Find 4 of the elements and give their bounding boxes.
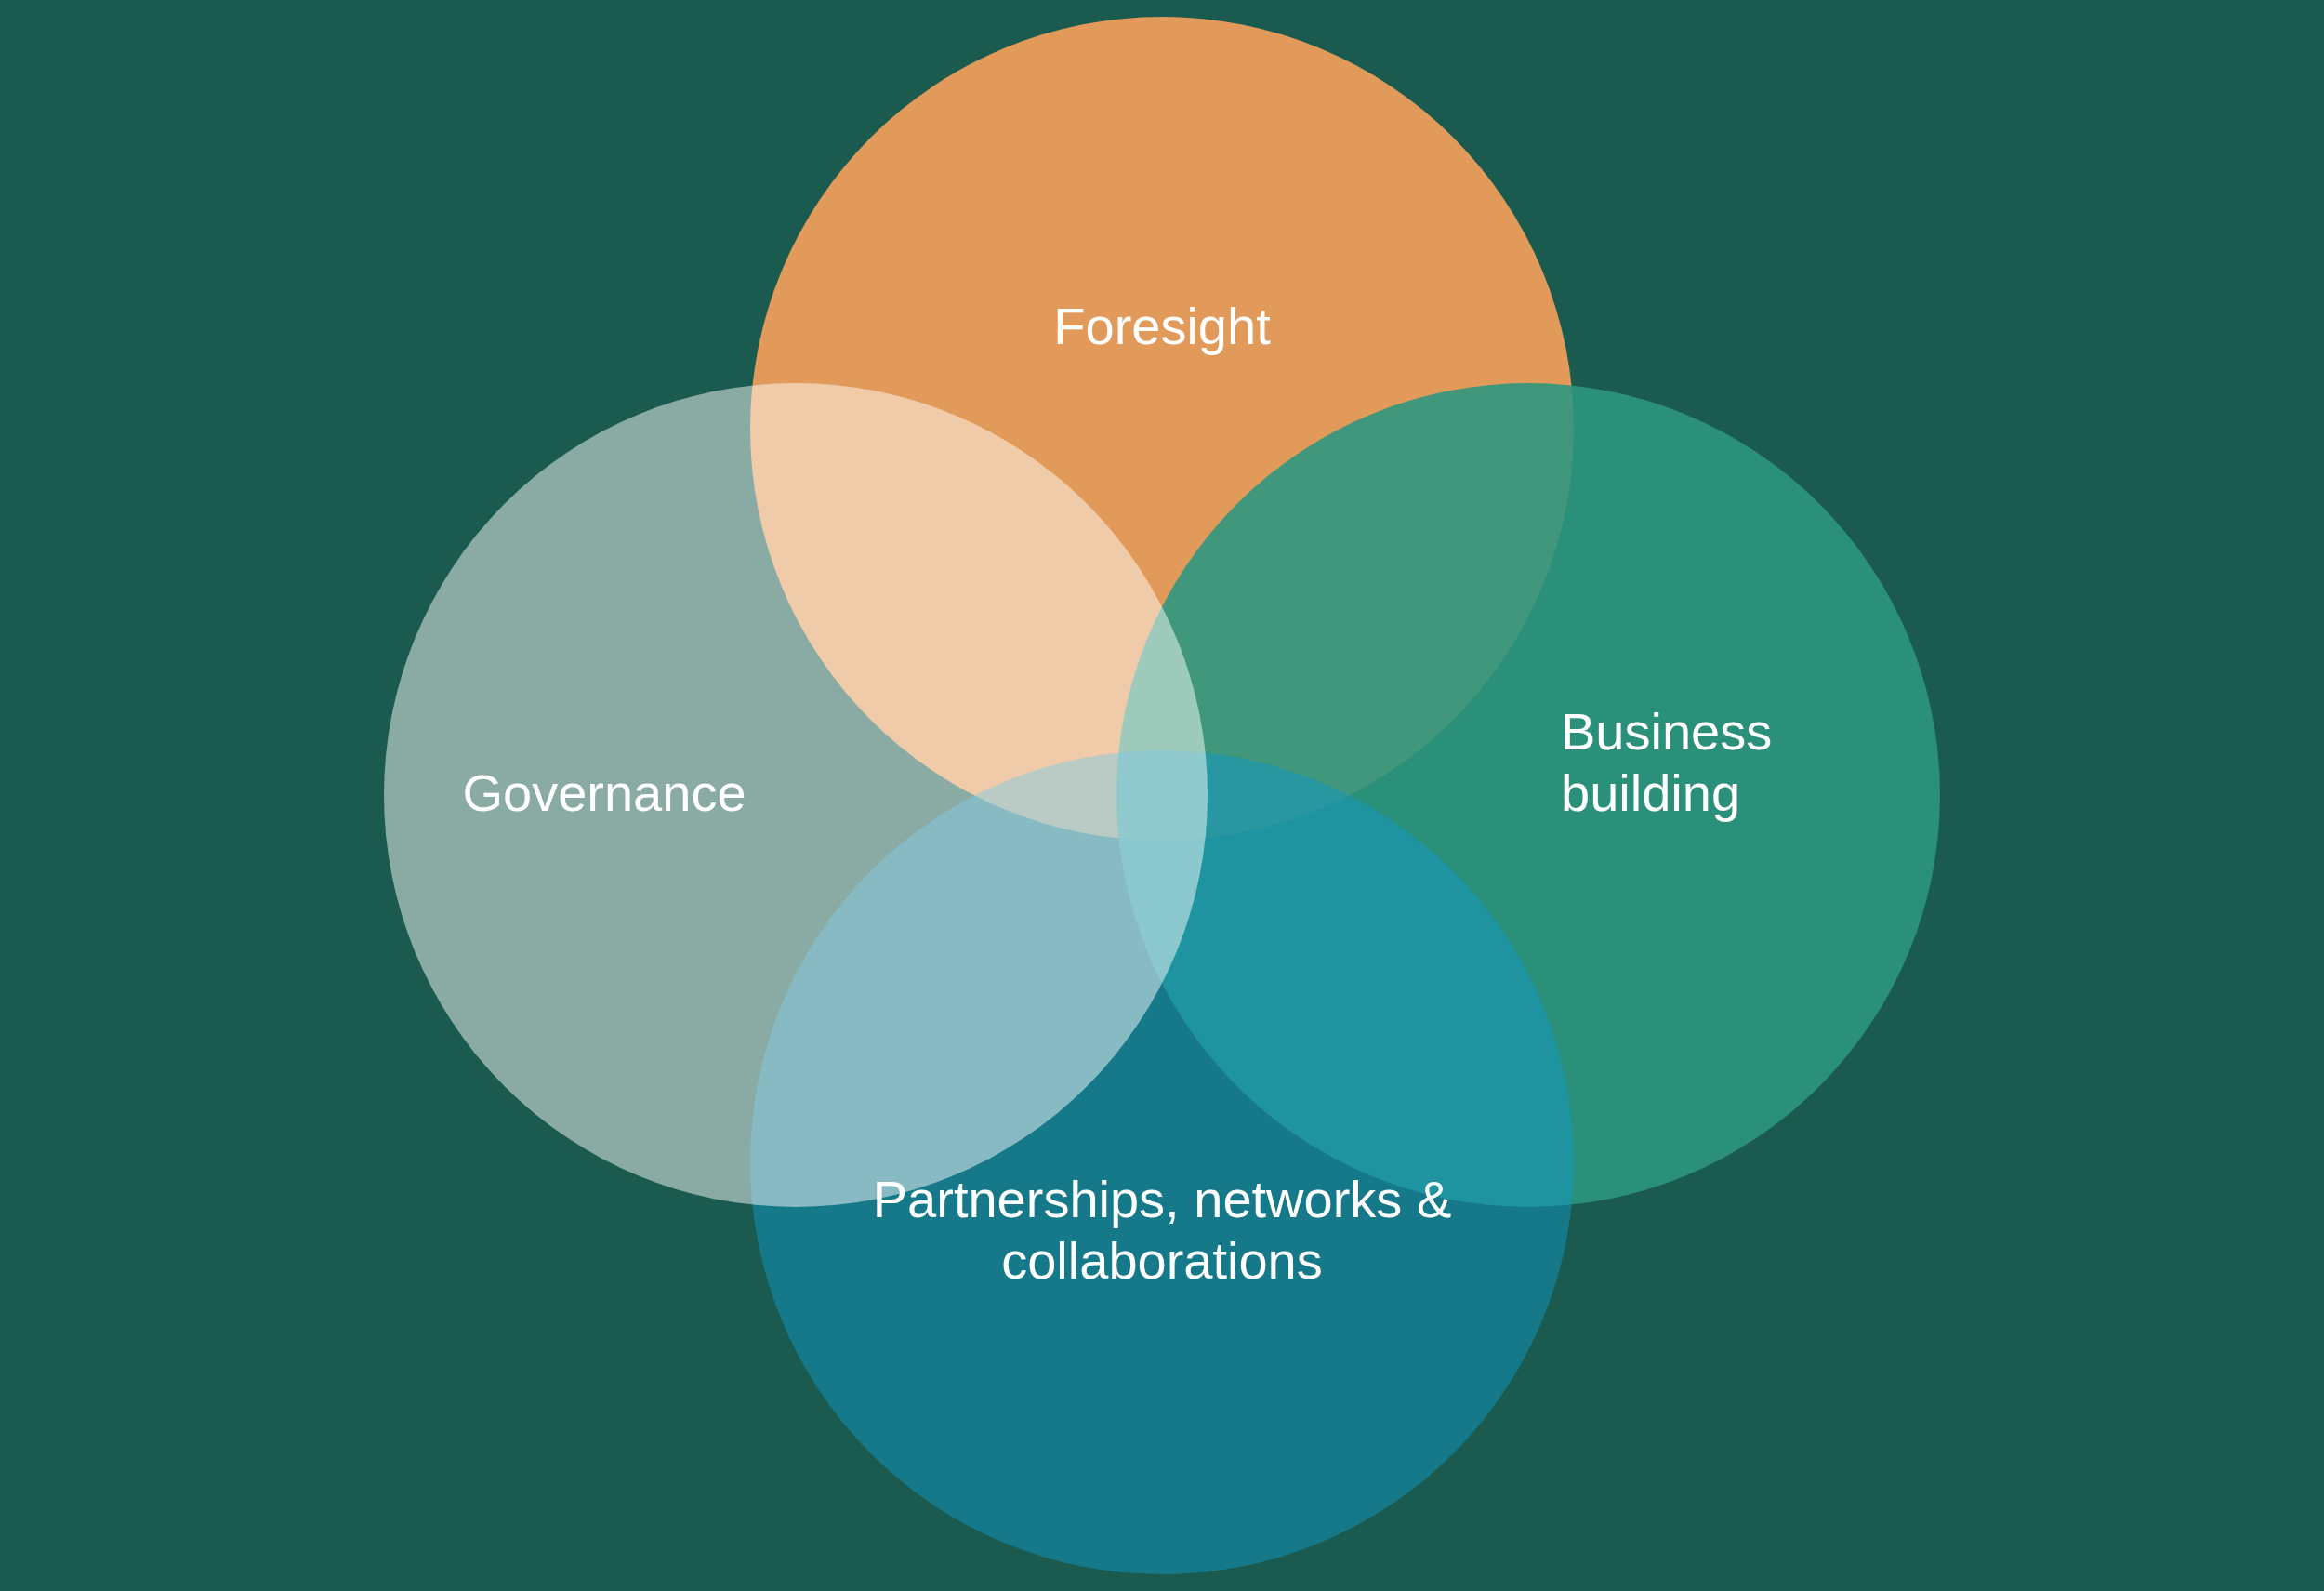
circle-label: Foresight (1052, 296, 1272, 357)
circle-label: Business building (1561, 701, 1774, 824)
circle-label: Partnerships, networks & collaborations (871, 1169, 1453, 1292)
circle-label: Governance (461, 762, 747, 824)
